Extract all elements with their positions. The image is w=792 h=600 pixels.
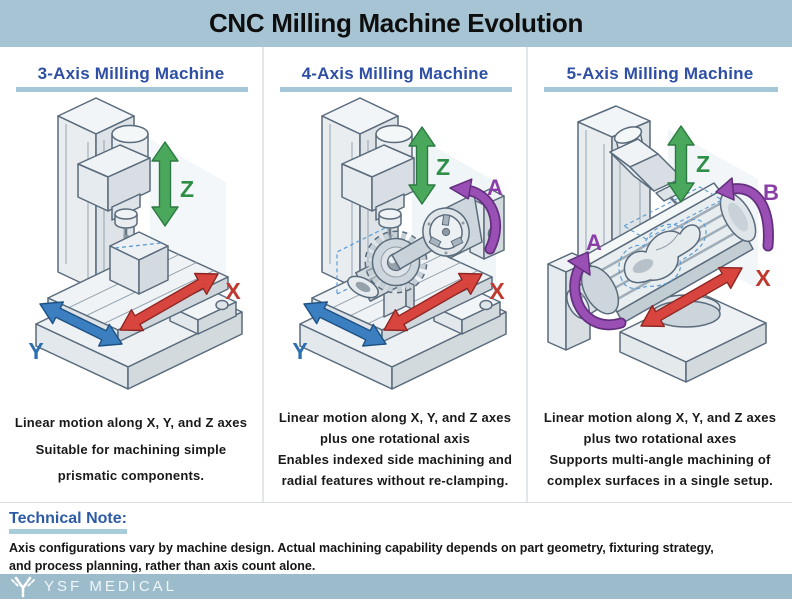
- description-line: radial features without re-clamping.: [281, 473, 509, 488]
- x-axis-label: X: [225, 278, 241, 304]
- panel-5-axis-underline: [544, 87, 778, 92]
- a-axis-arrow: A: [449, 175, 503, 255]
- panel-3-axis-title: 3-Axis Milling Machine: [37, 64, 225, 83]
- panels-row: 3-Axis Milling Machine: [0, 47, 792, 503]
- description-line: plus one rotational axis: [320, 431, 470, 446]
- x-axis-arrow: X: [383, 272, 505, 332]
- panel-4-axis-description: Linear motion along X, Y, and Z axes plu…: [264, 404, 526, 494]
- panel-5-axis-description: Linear motion along X, Y, and Z axes plu…: [528, 404, 792, 494]
- technical-note-section: Technical Note: Axis configurations vary…: [0, 503, 792, 574]
- description-line: plus two rotational axes: [583, 431, 737, 446]
- description-line: Supports multi-angle machining of: [549, 452, 771, 467]
- brand-logo-icon: [11, 576, 35, 597]
- x-axis-arrow: X: [640, 265, 771, 328]
- a-axis-arrow: A: [567, 230, 627, 331]
- brand-name: YSF MEDICAL: [44, 578, 178, 595]
- handle-knob: [479, 299, 493, 311]
- footer-band: YSF MEDICAL: [0, 574, 792, 599]
- technical-note-line: and process planning, rather than axis c…: [9, 558, 316, 573]
- machine-illustration-3-axis: Z X Y: [28, 97, 243, 390]
- description-line: Linear motion along X, Y, and Z axes: [278, 410, 512, 425]
- dashed-guide-plane: [622, 186, 724, 240]
- panel-3-axis-description: Linear motion along X, Y, and Z axes Sui…: [0, 404, 262, 494]
- panel-3-axis: 3-Axis Milling Machine: [0, 47, 264, 502]
- dashed-guide-outline: [618, 218, 707, 290]
- description-line: complex surfaces in a single setup.: [547, 473, 773, 488]
- panel-4-axis-underline: [280, 87, 512, 92]
- tilted-spindle-head: [609, 126, 683, 209]
- handle-knob: [215, 299, 229, 311]
- machine-illustration-4-axis: A Z X Y: [292, 97, 507, 390]
- panel-3-axis-underline: [16, 87, 248, 92]
- page-title: CNC Milling Machine Evolution: [208, 8, 584, 38]
- freeform-workpiece: [618, 218, 707, 290]
- y-axis-arrow: Y: [28, 301, 123, 364]
- x-axis-arrow: X: [119, 272, 241, 332]
- a-axis-label: A: [487, 175, 503, 200]
- description-line: Linear motion along X, Y, and Z axes: [543, 410, 777, 425]
- technical-note-body: Axis configurations vary by machine desi…: [9, 540, 783, 576]
- dashed-guide-line: [336, 227, 386, 295]
- b-axis-arrow: B: [715, 177, 779, 252]
- y-axis-label: Y: [28, 338, 43, 364]
- panel-4-axis-title: 4-Axis Milling Machine: [301, 64, 489, 83]
- description-line: Linear motion along X, Y, and Z axes: [14, 415, 248, 431]
- z-axis-arrow: Z: [408, 126, 450, 205]
- description-line: Suitable for machining simple: [35, 441, 227, 457]
- workpiece-cube: [109, 231, 169, 295]
- tilted-cradle-table: [566, 182, 757, 324]
- panel-5-axis-title: 5-Axis Milling Machine: [566, 64, 754, 83]
- y-axis-arrow: Y: [292, 301, 387, 364]
- z-axis-label: Z: [696, 151, 710, 177]
- z-axis-arrow: Z: [667, 125, 710, 203]
- description-line: prismatic components.: [57, 467, 205, 483]
- b-axis-label: B: [763, 180, 779, 205]
- machine-illustration-5-axis: X A B Z: [547, 105, 779, 383]
- x-axis-label: X: [489, 278, 505, 304]
- y-axis-label: Y: [292, 338, 307, 364]
- a-axis-label: A: [586, 230, 602, 255]
- z-axis-label: Z: [180, 176, 194, 202]
- panel-5-axis: 5-Axis Milling Machine: [528, 47, 792, 502]
- z-axis-arrow: Z: [151, 141, 194, 227]
- z-axis-label: Z: [436, 154, 450, 180]
- spindle-head: [341, 124, 415, 242]
- three-jaw-chuck: [422, 207, 470, 257]
- description-line: Enables indexed side machining and: [277, 452, 513, 467]
- technical-note-heading: Technical Note:: [9, 510, 127, 534]
- header-band: CNC Milling Machine Evolution: [0, 0, 792, 47]
- panel-4-axis: 4-Axis Milling Machine: [264, 47, 528, 502]
- spindle-head: [77, 124, 151, 242]
- technical-note-line: Axis configurations vary by machine desi…: [9, 541, 714, 555]
- dashed-guide-line: [114, 242, 162, 249]
- x-axis-label: X: [755, 265, 771, 291]
